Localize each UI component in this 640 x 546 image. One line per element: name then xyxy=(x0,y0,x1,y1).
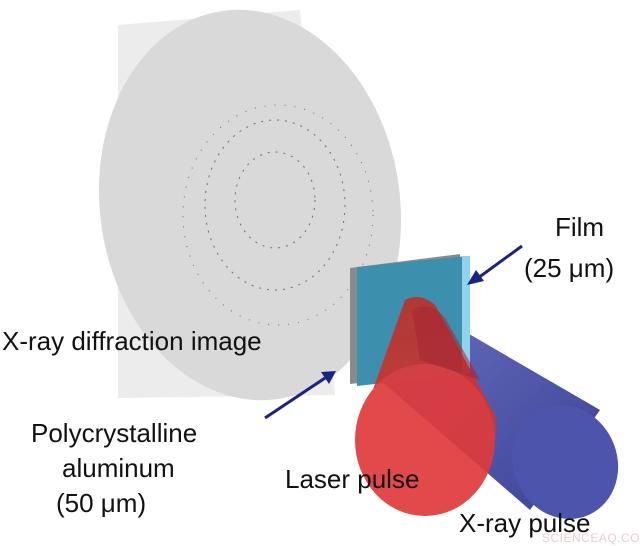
diffraction-rings xyxy=(182,104,374,326)
xray-pulse-label: X-ray pulse xyxy=(459,508,591,538)
sample-arrow xyxy=(264,371,336,420)
diffraction-image xyxy=(98,9,402,401)
film-thickness-label: (25 μm) xyxy=(524,253,615,283)
laser-pulse-beam xyxy=(355,296,496,516)
diffraction-image-label: X-ray diffraction image xyxy=(2,326,262,356)
film-label: Film xyxy=(555,212,605,242)
laser-pulse-label: Laser pulse xyxy=(285,464,420,494)
film-arrow xyxy=(467,244,523,285)
sample-label-line2: aluminum xyxy=(62,453,175,483)
sample-thickness-label: (50 μm) xyxy=(56,488,147,518)
watermark: SCIENCEAQ.COM xyxy=(542,531,640,545)
sample-label-line1: Polycrystalline xyxy=(31,418,198,448)
